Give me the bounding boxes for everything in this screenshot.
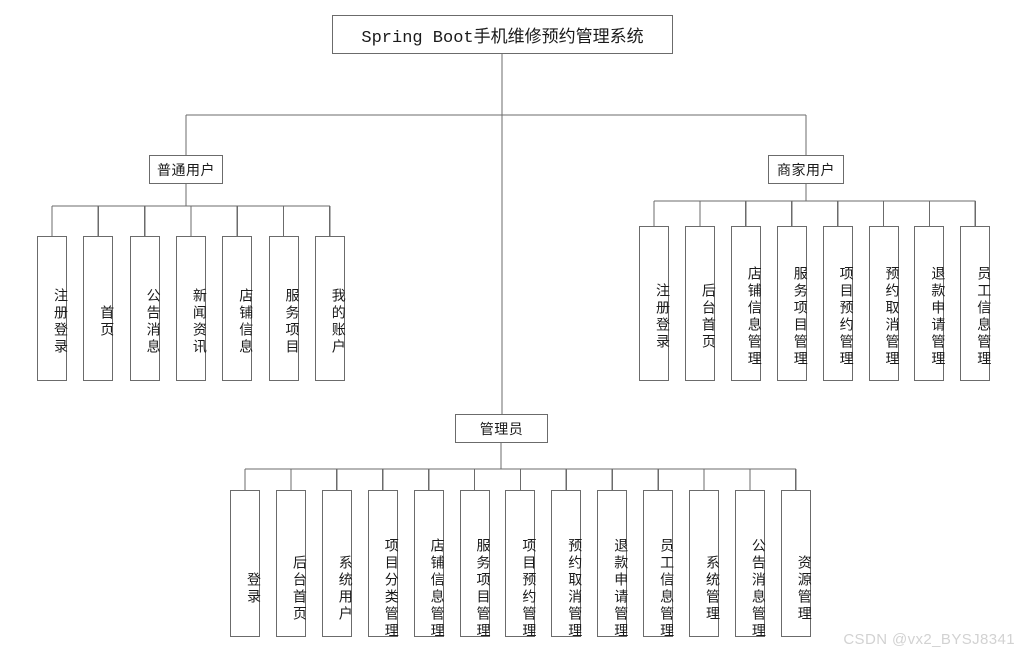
leaf-node-administrator-6: 项目预约管理 [505, 490, 536, 640]
branch-label-normal-user: 普通用户 [157, 163, 215, 179]
leaf-node-label: 公告消息管理 [749, 537, 765, 640]
leaf-node-administrator-2: 系统用户 [321, 490, 352, 637]
leaf-node-label: 预约取消管理 [883, 265, 899, 368]
leaf-node-label: 后台首页 [290, 554, 306, 623]
leaf-node-administrator-5: 服务项目管理 [459, 490, 490, 640]
leaf-node-label: 登录 [245, 571, 260, 606]
leaf-node-normal-user-3: 新闻资讯 [175, 236, 206, 381]
watermark: CSDN @vx2_BYSJ8341 [843, 631, 1015, 648]
leaf-node-label: 店铺信息管理 [745, 265, 761, 368]
leaf-node-label: 注册登录 [654, 282, 669, 351]
leaf-node-merchant-user-2: 店铺信息管理 [730, 226, 761, 381]
leaf-node-label: 新闻资讯 [190, 287, 206, 356]
branch-node-administrator: 管理员 [455, 414, 548, 443]
leaf-node-label: 后台首页 [699, 282, 715, 351]
leaf-node-label: 员工信息管理 [975, 265, 991, 368]
branch-label-administrator: 管理员 [479, 422, 524, 438]
leaf-node-merchant-user-1: 后台首页 [684, 226, 715, 381]
leaf-node-label: 我的账户 [329, 287, 345, 356]
leaf-node-label: 服务项目 [283, 287, 299, 356]
leaf-node-normal-user-5: 服务项目 [268, 236, 299, 381]
leaf-node-normal-user-4: 店铺信息 [222, 236, 253, 381]
leaf-node-normal-user-1: 首页 [83, 236, 114, 381]
leaf-node-administrator-3: 项目分类管理 [367, 490, 398, 640]
leaf-node-merchant-user-6: 退款申请管理 [914, 226, 945, 381]
leaf-node-administrator-0: 登录 [230, 490, 260, 637]
leaf-node-label: 退款申请管理 [612, 537, 628, 640]
leaf-node-label: 退款申请管理 [929, 265, 945, 368]
leaf-node-label: 预约取消管理 [566, 537, 582, 640]
branch-node-normal-user: 普通用户 [149, 155, 223, 184]
leaf-node-label: 店铺信息管理 [428, 537, 444, 640]
leaf-node-label: 注册登录 [52, 287, 67, 356]
leaf-node-label: 系统用户 [336, 554, 352, 623]
leaf-node-label: 系统管理 [704, 554, 719, 623]
leaf-node-label: 服务项目管理 [474, 537, 490, 640]
leaf-node-label: 首页 [98, 304, 114, 339]
leaf-node-administrator-11: 公告消息管理 [734, 490, 765, 640]
leaf-node-administrator-8: 退款申请管理 [597, 490, 628, 640]
leaf-node-merchant-user-5: 预约取消管理 [868, 226, 899, 381]
leaf-node-administrator-7: 预约取消管理 [551, 490, 582, 640]
leaf-node-administrator-4: 店铺信息管理 [413, 490, 444, 640]
branch-node-merchant-user: 商家用户 [768, 155, 844, 184]
leaf-node-label: 项目预约管理 [520, 537, 536, 640]
root-node-label: Spring Boot手机维修预约管理系统 [361, 28, 644, 48]
leaf-node-label: 项目分类管理 [382, 537, 398, 640]
leaf-node-normal-user-6: 我的账户 [314, 236, 345, 381]
leaf-node-administrator-12: 资源管理 [780, 490, 811, 637]
root-node: Spring Boot手机维修预约管理系统 [332, 15, 673, 54]
leaf-node-normal-user-2: 公告消息 [129, 236, 160, 381]
leaf-node-administrator-9: 员工信息管理 [643, 490, 674, 640]
branch-label-merchant-user: 商家用户 [777, 163, 835, 179]
leaf-node-label: 项目预约管理 [837, 265, 853, 368]
leaf-node-label: 服务项目管理 [791, 265, 807, 368]
leaf-node-label: 资源管理 [795, 554, 811, 623]
leaf-node-normal-user-0: 注册登录 [37, 236, 67, 381]
leaf-node-merchant-user-3: 服务项目管理 [776, 226, 807, 381]
leaf-node-merchant-user-0: 注册登录 [639, 226, 669, 381]
leaf-node-merchant-user-7: 员工信息管理 [960, 226, 991, 381]
leaf-node-label: 公告消息 [144, 287, 160, 356]
leaf-node-label: 店铺信息 [237, 287, 253, 356]
leaf-node-merchant-user-4: 项目预约管理 [822, 226, 853, 381]
leaf-node-label: 员工信息管理 [658, 537, 674, 640]
leaf-node-administrator-1: 后台首页 [275, 490, 306, 637]
leaf-node-administrator-10: 系统管理 [689, 490, 719, 637]
